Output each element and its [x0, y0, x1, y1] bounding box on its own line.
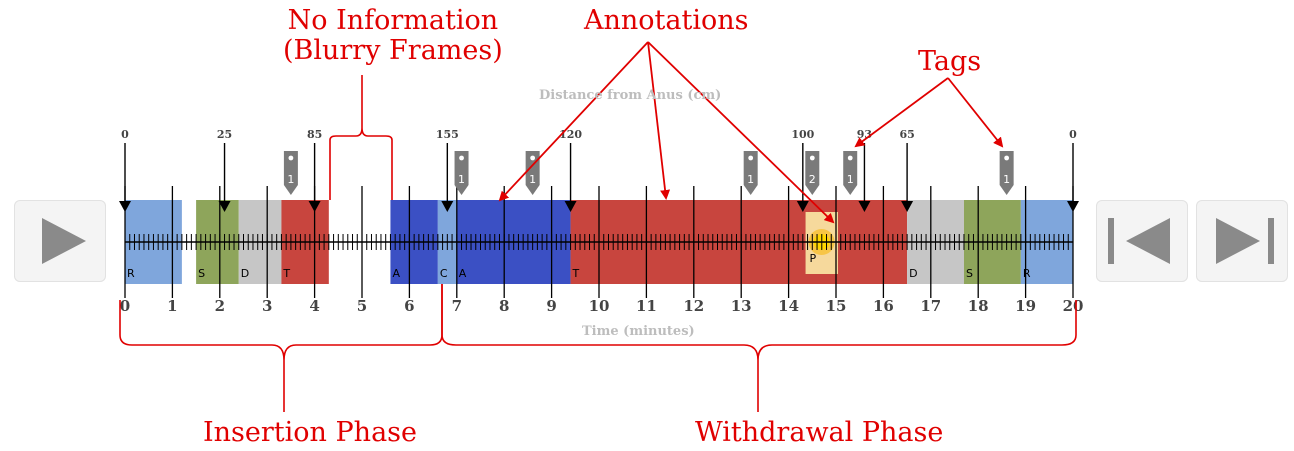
tag-label: 2 [809, 173, 816, 186]
time-tick-label: 7 [452, 297, 462, 315]
distance-marker-arrow [564, 201, 577, 212]
segment-letter: R [1023, 267, 1031, 280]
tag-label: 1 [747, 173, 754, 186]
tag-marker[interactable] [999, 151, 1014, 195]
segment-letter: D [241, 267, 249, 280]
distance-marker-arrow [119, 201, 131, 212]
tag-label: 1 [847, 173, 854, 186]
tag-marker[interactable] [454, 151, 469, 195]
tag-marker[interactable] [743, 151, 758, 195]
distance-label: 65 [899, 128, 914, 141]
play-button[interactable] [14, 200, 106, 282]
time-tick-label: 5 [357, 297, 367, 315]
tag-label: 1 [529, 173, 536, 186]
tag-label: 1 [287, 173, 294, 186]
time-tick-label: 6 [404, 297, 414, 315]
distance-marker-arrow [796, 201, 809, 212]
tag-hole [530, 155, 536, 161]
time-tick-label: 19 [1015, 297, 1036, 315]
time-tick-label: 15 [826, 297, 847, 315]
distance-marker-arrow [218, 201, 231, 212]
tag-marker[interactable] [843, 151, 858, 195]
annotation-arrow [498, 41, 649, 202]
tag-hole [1004, 155, 1010, 161]
tag-marker[interactable] [805, 151, 820, 195]
tag-hole [847, 155, 853, 161]
tag-hole [459, 155, 464, 161]
time-tick-label: 1 [167, 297, 177, 315]
segment-letter: S [198, 267, 205, 280]
tag-marker[interactable] [283, 151, 298, 195]
time-tick-label: 14 [778, 297, 799, 315]
step-back-icon [1108, 218, 1170, 264]
segment-letter: S [966, 267, 973, 280]
time-tick-label: 12 [683, 297, 704, 315]
time-tick-label: 9 [546, 297, 556, 315]
tag-label: 1 [1003, 173, 1010, 186]
insertion-bracket [119, 284, 443, 361]
tags-label: Tags [918, 46, 982, 77]
distance-label: 155 [436, 128, 459, 141]
tag-label: 1 [458, 173, 465, 186]
segment-letter: R [127, 267, 135, 280]
no-information-line2: (Blurry Frames) [283, 35, 503, 66]
step-forward-icon [1216, 218, 1274, 264]
time-tick-label: 10 [589, 297, 610, 315]
time-tick-label: 4 [309, 297, 319, 315]
annotation-arrow [854, 77, 949, 148]
tag-hole [748, 155, 754, 161]
distance-label: 0 [1069, 128, 1077, 141]
withdrawal-phase-label: Withdrawal Phase [695, 417, 944, 448]
time-tick-label: 0 [120, 297, 130, 315]
distance-label: 25 [217, 128, 232, 141]
annotation-arrow [647, 41, 671, 200]
polyp-letter: P [810, 252, 817, 265]
time-tick-label: 8 [499, 297, 509, 315]
tag-hole [288, 155, 294, 161]
step-back-button[interactable] [1096, 200, 1188, 282]
segment-letter: A [392, 267, 400, 280]
play-icon [42, 218, 86, 264]
no-information-line1: No Information [287, 5, 499, 36]
distance-label: 85 [307, 128, 322, 141]
annotation-arrow [947, 77, 1004, 148]
annotations-label: Annotations [584, 5, 749, 36]
distance-marker-arrow [901, 201, 914, 212]
tag-hole [809, 155, 815, 161]
time-tick-label: 2 [215, 297, 225, 315]
segment-letter: T [572, 267, 580, 280]
withdrawal-bracket [441, 284, 1077, 361]
distance-marker-arrow [1067, 201, 1079, 212]
distance-marker-arrow [308, 201, 321, 212]
time-tick-label: 17 [920, 297, 941, 315]
no-information-label: No Information (Blurry Frames) [283, 6, 503, 66]
distance-label: 0 [121, 128, 129, 141]
time-tick-label: 20 [1063, 297, 1084, 315]
time-tick-label: 18 [968, 297, 989, 315]
distance-label: 100 [791, 128, 814, 141]
insertion-phase-label: Insertion Phase [203, 417, 417, 448]
time-tick-label: 3 [262, 297, 272, 315]
segment-letter: C [440, 267, 448, 280]
step-forward-button[interactable] [1196, 200, 1288, 282]
annotation-arrow [647, 41, 835, 224]
time-axis-title: Time (minutes) [582, 324, 695, 339]
segment-letter: A [459, 267, 467, 280]
time-tick-label: 16 [873, 297, 894, 315]
segment-letter: D [909, 267, 917, 280]
distance-marker-arrow [441, 201, 454, 212]
time-tick-label: 11 [636, 297, 657, 315]
segment-letter: T [282, 267, 290, 280]
distance-axis-title: Distance from Anus (cm) [539, 88, 722, 103]
distance-marker-arrow [858, 201, 871, 212]
no-information-bracket [329, 127, 393, 200]
time-tick-label: 13 [731, 297, 752, 315]
